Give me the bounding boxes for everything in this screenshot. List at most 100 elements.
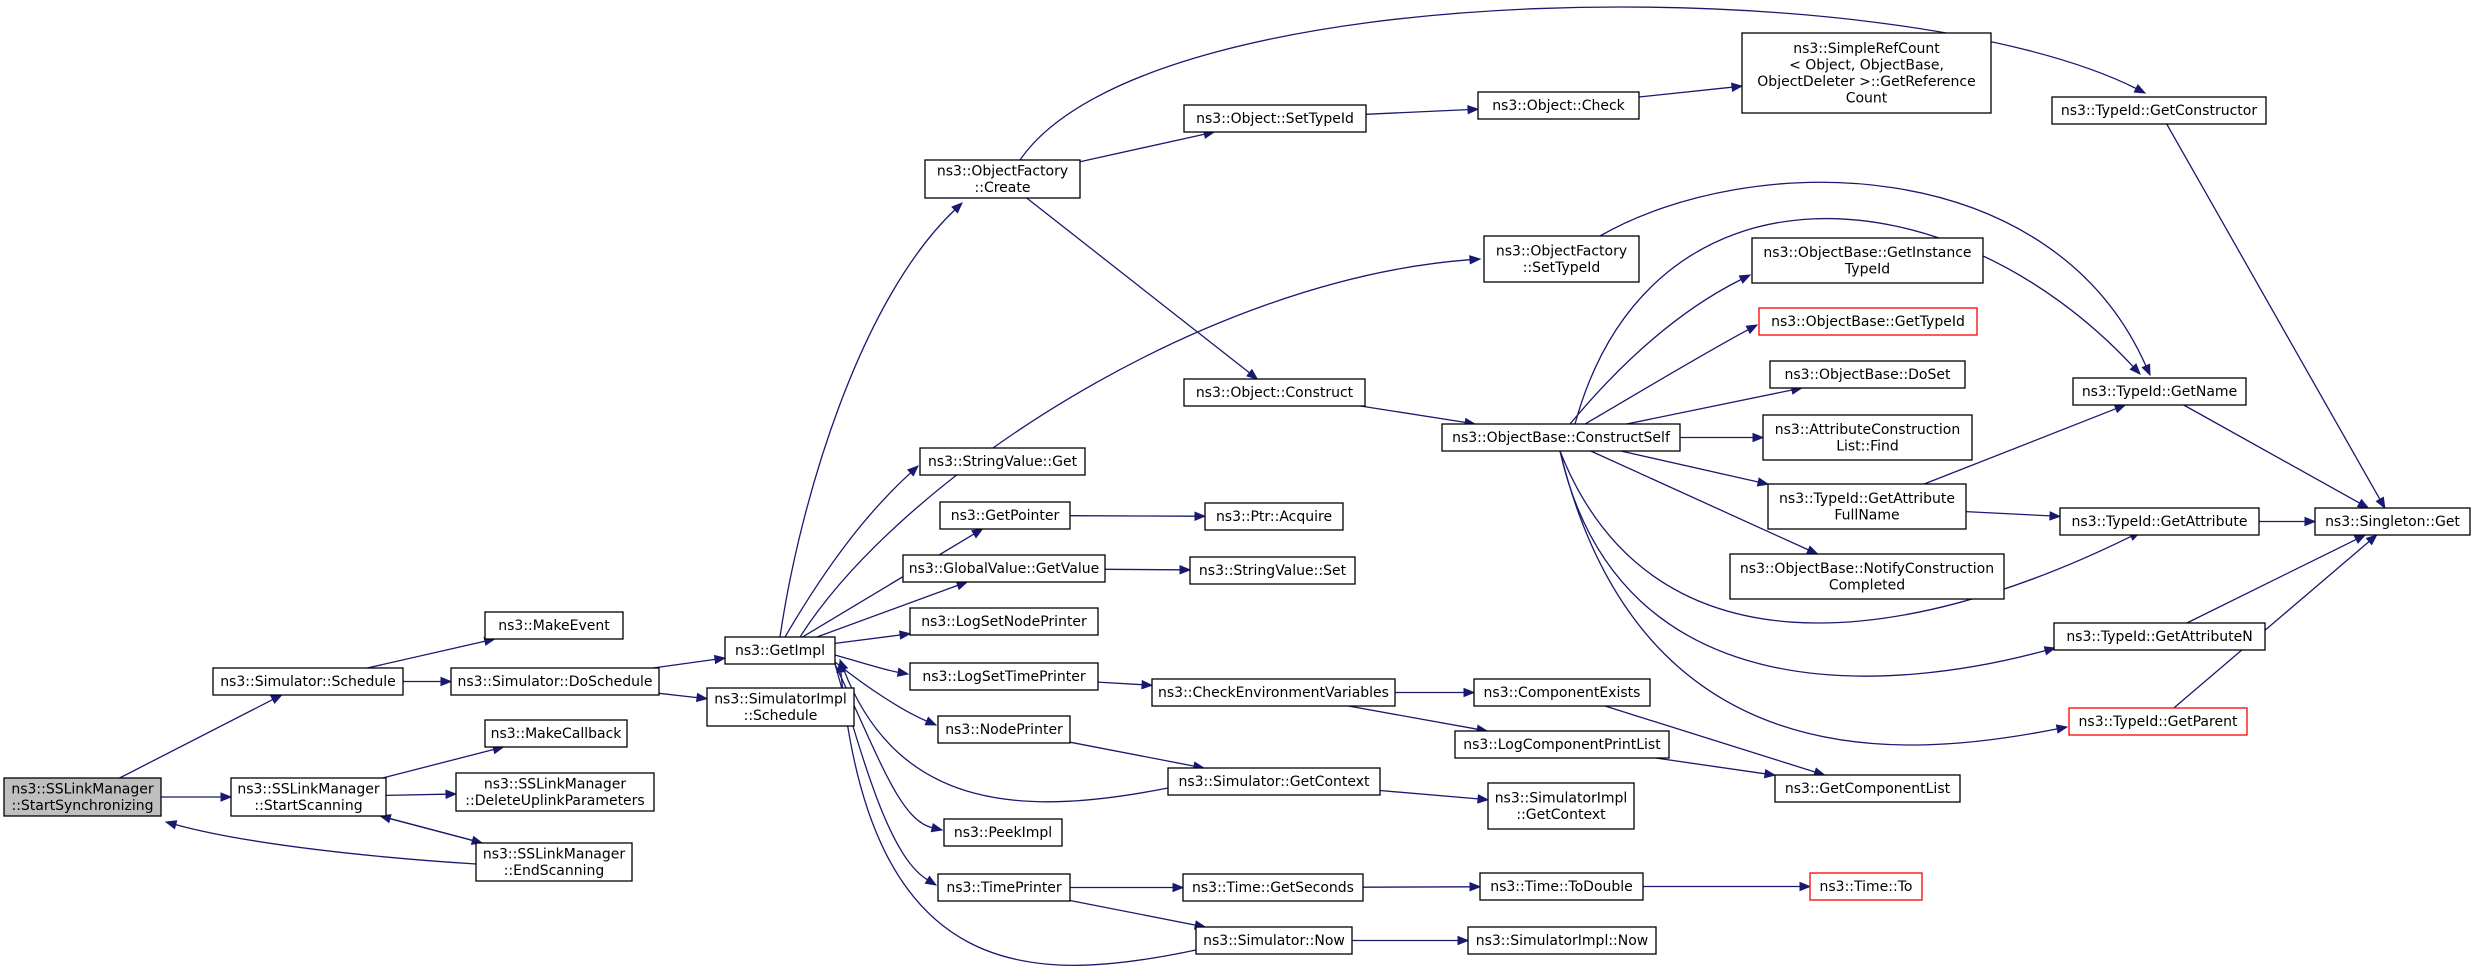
function-node[interactable]: ns3::TypeId::GetParent [2068,707,2248,736]
call-edge [1104,565,1192,575]
node-box [919,447,1086,476]
node-box [909,662,1099,691]
function-node[interactable]: ns3::SSLinkManager::DeleteUplinkParamete… [455,772,655,812]
function-node[interactable]: ns3::ComponentExists [1473,678,1651,707]
function-node[interactable]: ns3::Object::Check [1477,91,1640,120]
node-label: ns3::GetComponentList [1785,781,1951,797]
node-label: TypeId [1844,261,1890,277]
arrowhead [1752,432,1765,443]
edge-line [1965,510,2051,517]
function-node[interactable]: ns3::ObjectFactory::Create [924,159,1081,199]
function-node[interactable]: ns3::Object::Construct [1183,378,1366,407]
function-node[interactable]: ns3::SSLinkManager::StartSynchronizing [3,777,162,817]
function-node[interactable]: ns3::MakeCallback [484,719,628,748]
node-label: Count [1846,90,1888,106]
call-edge [784,465,919,638]
edge-line [1604,705,1816,773]
arrowhead [2304,516,2317,527]
node-label: ns3::ObjectFactory [937,163,1068,179]
node-label: ns3::ObjectBase::NotifyConstruction [1740,561,1994,577]
function-node[interactable]: ns3::TypeId::GetAttribute [2059,507,2260,536]
function-node[interactable]: ns3::TimePrinter [937,873,1071,902]
function-node[interactable]: ns3::Time::ToDouble [1479,872,1644,901]
node-label: ObjectDeleter >::GetReference [1757,74,1975,90]
function-node[interactable]: ns3::GetComponentList [1774,774,1961,803]
arrowhead [1467,104,1480,115]
call-edge [1680,432,1765,443]
function-node[interactable]: ns3::ObjectFactory::SetTypeId [1483,235,1640,283]
function-node[interactable]: ns3::ObjectBase::NotifyConstructionCompl… [1729,553,2005,600]
arrowhead [907,465,919,477]
function-node[interactable]: ns3::TypeId::GetConstructor [2051,96,2267,125]
node-box [2072,377,2247,406]
node-box [909,607,1099,636]
function-node[interactable]: ns3::ObjectBase::DoSet [1769,360,1966,389]
call-edge [1643,881,1812,892]
node-label: ns3::LogSetNodePrinter [921,614,1087,630]
function-node[interactable]: ns3::StringValue::Get [919,447,1086,476]
node-box [1473,678,1651,707]
node-box [475,842,633,882]
function-node[interactable]: ns3::TypeId::GetName [2072,377,2247,406]
function-node[interactable]: ns3::Time::To [1809,872,1923,901]
arrowhead [713,654,727,665]
function-node[interactable]: ns3::SimulatorImpl::Schedule [706,687,855,727]
function-node[interactable]: ns3::PeekImpl [943,818,1063,847]
call-edges [119,6,2386,966]
function-node[interactable]: ns3::MakeEvent [484,611,624,640]
function-node[interactable]: ns3::SSLinkManager::EndScanning [475,842,633,882]
call-edge [2183,404,2370,509]
function-node[interactable]: ns3::TypeId::GetAttributeN [2053,622,2266,651]
node-label: ns3::TypeId::GetParent [2079,714,2238,730]
node-label: ns3::Simulator::DoSchedule [458,674,653,690]
edge-line [1069,741,1195,767]
edge-line [1026,197,1250,374]
node-label: ns3::Time::ToDouble [1490,879,1633,895]
node-label: ns3::Singleton::Get [2325,514,2460,530]
node-label: ns3::AttributeConstruction [1775,422,1960,438]
node-box [1741,32,1992,114]
call-edge [1655,757,1777,779]
function-node[interactable]: ns3::Simulator::GetContext [1167,767,1381,796]
call-edge [2173,534,2378,709]
edge-line [1079,133,1205,163]
function-node[interactable]: ns3::Simulator::Schedule [212,667,404,696]
node-label: ns3::ObjectFactory [1496,243,1627,259]
function-node[interactable]: ns3::LogSetTimePrinter [909,662,1099,691]
function-node[interactable]: ns3::ObjectBase::ConstructSelf [1441,423,1681,452]
edge-line [119,699,273,779]
function-node[interactable]: ns3::GetImpl [724,636,836,665]
arrowhead [1194,511,1207,521]
function-node[interactable]: ns3::CheckEnvironmentVariables [1151,678,1396,707]
node-label: ::EndScanning [504,863,605,879]
function-node[interactable]: ns3::Simulator::Now [1195,926,1353,955]
call-edge [1638,82,1744,98]
node-box [1769,360,1966,389]
call-edge [1362,882,1482,892]
function-node[interactable]: ns3::LogComponentPrintList [1454,730,1670,759]
function-node[interactable]: ns3::Simulator::DoSchedule [450,667,660,696]
node-label: ns3::GetPointer [951,508,1060,524]
function-node[interactable]: ns3::SimpleRefCount< Object, ObjectBase,… [1741,32,1992,114]
edge-line [840,671,1197,966]
function-node[interactable]: ns3::Ptr::Acquire [1204,502,1344,531]
node-label: < Object, ObjectBase, [1789,57,1944,73]
function-node[interactable]: ns3::Singleton::Get [2314,507,2471,536]
node-label: ::GetContext [1516,807,1606,823]
function-node[interactable]: ns3::StringValue::Set [1189,556,1356,585]
function-node[interactable]: ns3::GetPointer [939,501,1071,530]
function-node[interactable]: ns3::SSLinkManager::StartScanning [230,777,387,817]
function-node[interactable]: ns3::Object::SetTypeId [1183,104,1367,133]
function-node[interactable]: ns3::ObjectBase::GetTypeId [1758,307,1978,336]
function-node[interactable]: ns3::SimulatorImpl::Now [1467,926,1657,955]
function-node[interactable]: ns3::NodePrinter [937,715,1071,744]
node-label: ns3::Simulator::GetContext [1178,774,1370,790]
function-node[interactable]: ns3::LogSetNodePrinter [909,607,1099,636]
function-node[interactable]: ns3::Time::GetSeconds [1182,873,1364,902]
function-node[interactable]: ns3::GlobalValue::GetValue [902,554,1106,583]
function-node[interactable]: ns3::SimulatorImpl::GetContext [1487,782,1635,830]
edge-line [1599,181,2147,367]
